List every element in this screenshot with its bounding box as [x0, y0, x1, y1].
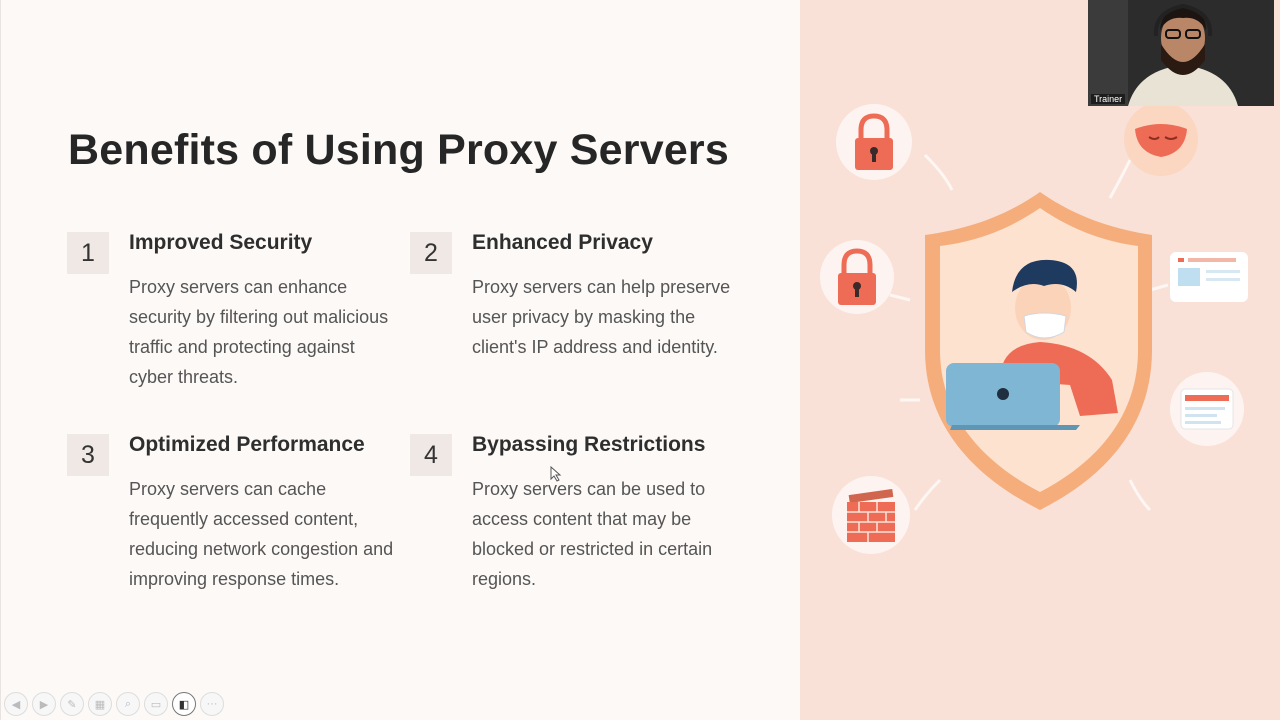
mask-badge [1124, 102, 1198, 176]
prev-icon[interactable]: ◀ [4, 692, 28, 716]
lock-icon [838, 248, 876, 305]
slide-content-panel [0, 0, 1, 720]
person-icon [946, 259, 1118, 430]
zoom-icon[interactable]: ⌕ [116, 692, 140, 716]
benefit-description: Proxy servers can cache frequently acces… [129, 479, 394, 589]
presenter-avatar [1088, 0, 1274, 106]
camera-icon[interactable]: ◧ [172, 692, 196, 716]
benefit-title: Enhanced Privacy [472, 231, 653, 254]
benefit-number: 3 [67, 434, 109, 476]
next-icon[interactable]: ▶ [32, 692, 56, 716]
subtitles-icon[interactable]: ▭ [144, 692, 168, 716]
benefit-number: 1 [67, 232, 109, 274]
lock-badge [836, 104, 912, 180]
webcam-video: Trainer [1088, 0, 1274, 106]
benefit-title: Optimized Performance [129, 433, 365, 456]
lock-badge [820, 240, 894, 314]
benefit-title: Improved Security [129, 231, 313, 254]
browser-window-icon [1170, 252, 1248, 302]
security-illustration [889, 153, 1169, 512]
firewall-badge [832, 476, 910, 554]
decorative-arrows [889, 153, 1169, 512]
webpage-icon [1180, 388, 1234, 430]
benefit-description: Proxy servers can help preserve user pri… [472, 277, 731, 357]
slide-title: Benefits of Using Proxy Servers [68, 126, 729, 174]
benefit-description: Proxy servers can be used to access cont… [472, 479, 713, 589]
mask-icon [1135, 124, 1187, 157]
webpage-badge [1170, 372, 1244, 446]
benefit-title: Bypassing Restrictions [472, 433, 706, 456]
firewall-icon [847, 488, 895, 542]
pen-icon[interactable]: ✎ [60, 692, 84, 716]
benefit-number: 2 [410, 232, 452, 274]
presentation-toolbar: ◀ ▶ ✎ ▦ ⌕ ▭ ◧ ··· [4, 692, 224, 716]
more-icon[interactable]: ··· [200, 692, 224, 716]
slides-icon[interactable]: ▦ [88, 692, 112, 716]
benefit-number: 4 [410, 434, 452, 476]
benefit-description: Proxy servers can enhance security by fi… [129, 277, 389, 387]
lock-icon [855, 113, 893, 170]
webcam-label: Trainer [1091, 94, 1126, 104]
mouse-cursor-icon [550, 466, 562, 482]
